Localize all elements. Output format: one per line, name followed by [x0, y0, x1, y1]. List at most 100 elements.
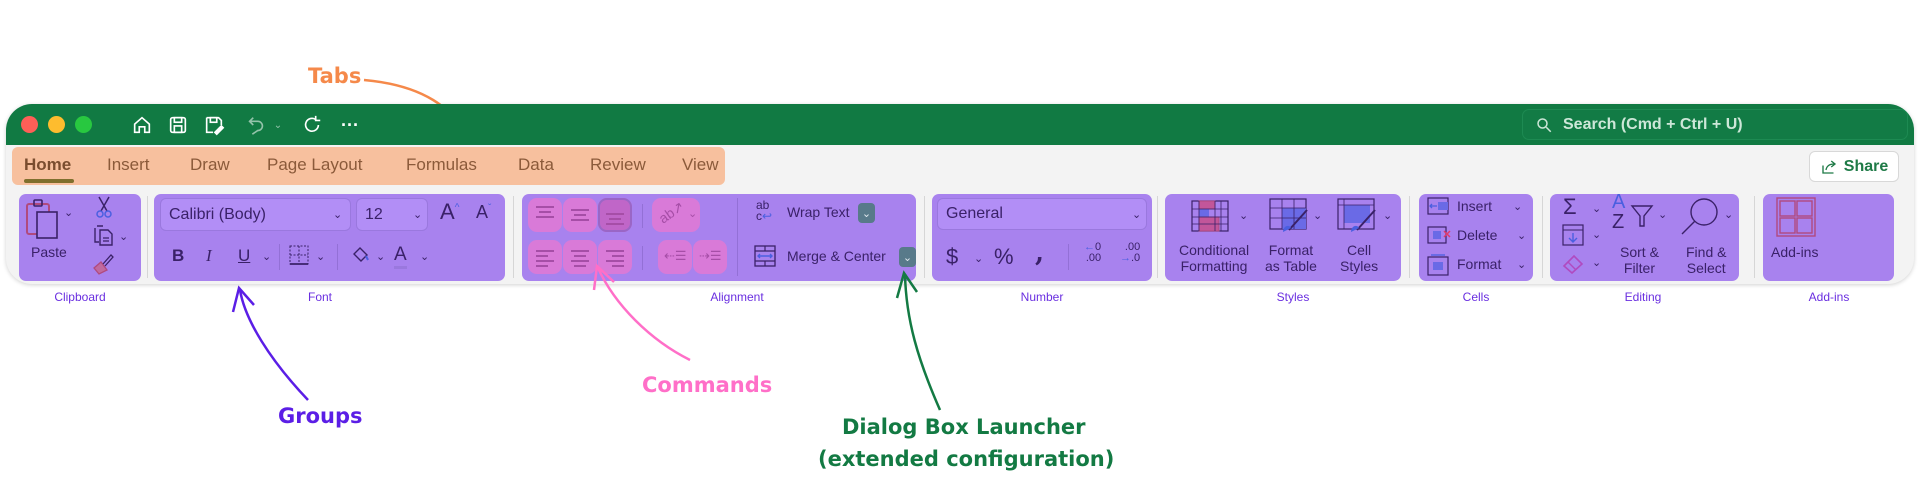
insert-dropdown-icon[interactable]: ⌄ — [1513, 201, 1523, 213]
cut-icon[interactable] — [95, 196, 113, 218]
cell-styles-dropdown-icon[interactable]: ⌄ — [1383, 210, 1393, 222]
shrink-font-button[interactable]: Aˇ — [476, 202, 492, 222]
bold-button[interactable]: B — [172, 246, 185, 265]
autosum-dropdown-icon[interactable]: ⌄ — [1592, 203, 1602, 215]
tab-page-layout[interactable]: Page Layout — [267, 155, 363, 174]
wrap-text-button[interactable]: Wrap Text — [787, 204, 850, 220]
insert-cells-icon — [1427, 197, 1449, 215]
dialog-arrow — [903, 273, 942, 411]
tab-home[interactable]: Home — [24, 155, 72, 174]
merge-center-button[interactable]: Merge & Center — [787, 248, 886, 264]
font-color-button[interactable]: A — [394, 244, 407, 269]
sort-filter-button[interactable]: Sort &Filter — [1620, 244, 1659, 276]
share-button[interactable]: Share — [1809, 151, 1899, 182]
group-separator — [1157, 196, 1158, 278]
undo-icon[interactable] — [244, 113, 268, 137]
home-icon[interactable] — [130, 113, 154, 137]
align-left-button[interactable] — [528, 240, 562, 274]
redo-icon[interactable] — [300, 113, 324, 137]
delete-dropdown-icon[interactable]: ⌄ — [1517, 230, 1527, 242]
groups-arrow — [238, 289, 309, 401]
italic-button[interactable]: I — [206, 246, 212, 265]
format-as-table-icon[interactable] — [1269, 198, 1309, 234]
find-select-button[interactable]: Find &Select — [1686, 244, 1727, 276]
borders-dropdown-icon[interactable]: ⌄ — [316, 251, 326, 263]
align-center-button[interactable] — [563, 240, 597, 274]
underline-dropdown-icon[interactable]: ⌄ — [262, 251, 272, 263]
format-painter-icon[interactable] — [91, 252, 115, 276]
minimize-button[interactable] — [48, 116, 65, 133]
fill-color-dropdown-icon[interactable]: ⌄ — [376, 251, 386, 263]
format-as-table-dropdown-icon[interactable]: ⌄ — [1313, 210, 1323, 222]
number-format-dropdown[interactable]: General ⌄ — [937, 198, 1147, 230]
font-size-dropdown[interactable]: 12 ⌄ — [356, 198, 428, 231]
insert-cells-button[interactable]: Insert — [1457, 198, 1493, 214]
paste-label[interactable]: Paste — [31, 244, 67, 260]
tab-view[interactable]: View — [682, 155, 719, 174]
paste-dropdown-icon[interactable]: ⌄ — [64, 207, 74, 219]
decrease-indent-button[interactable]: ⇠☰ — [658, 240, 692, 274]
align-middle-button[interactable] — [563, 198, 597, 232]
comma-style-button[interactable]: , — [1035, 238, 1045, 268]
tab-insert[interactable]: Insert — [107, 155, 150, 174]
font-color-dropdown-icon[interactable]: ⌄ — [420, 251, 430, 263]
find-select-dropdown-icon[interactable]: ⌄ — [1724, 209, 1734, 221]
copy-icon[interactable] — [93, 224, 115, 246]
currency-button[interactable]: $ — [946, 244, 959, 269]
fill-dropdown-icon[interactable]: ⌄ — [1592, 229, 1602, 241]
addins-button[interactable]: Add-ins — [1771, 244, 1819, 260]
group-font: Calibri (Body) ⌄ 12 ⌄ A^ Aˇ B I U ⌄ ⌄ ⌄ … — [154, 194, 505, 281]
more-icon[interactable]: ··· — [341, 114, 359, 135]
zoom-button[interactable] — [75, 116, 92, 133]
tab-review[interactable]: Review — [590, 155, 646, 174]
fill-icon[interactable] — [1562, 224, 1584, 246]
clear-dropdown-icon[interactable]: ⌄ — [1592, 257, 1602, 269]
increase-indent-button[interactable]: ⇢☰ — [693, 240, 727, 274]
percent-button[interactable]: % — [994, 244, 1014, 269]
autosum-button[interactable]: Σ — [1563, 194, 1577, 219]
wrap-text-dropdown[interactable]: ⌄ — [858, 203, 875, 223]
decrease-decimal-button[interactable]: .00→.0 — [1120, 241, 1141, 264]
save-as-icon[interactable] — [202, 113, 226, 137]
addins-icon[interactable] — [1776, 197, 1816, 237]
format-dropdown-icon[interactable]: ⌄ — [1517, 259, 1527, 271]
conditional-formatting-dropdown-icon[interactable]: ⌄ — [1239, 210, 1249, 222]
font-name-dropdown[interactable]: Calibri (Body) ⌄ — [160, 198, 351, 231]
conditional-formatting-icon[interactable] — [1191, 200, 1229, 232]
close-button[interactable] — [21, 116, 38, 133]
align-right-button[interactable] — [598, 240, 632, 274]
undo-dropdown-icon[interactable]: ⌄ — [273, 119, 283, 131]
clear-icon[interactable] — [1562, 254, 1586, 274]
copy-dropdown-icon[interactable]: ⌄ — [119, 231, 129, 243]
currency-dropdown-icon[interactable]: ⌄ — [974, 253, 984, 265]
tab-draw[interactable]: Draw — [190, 155, 230, 174]
orientation-button[interactable]: ab↗ ⌄ — [652, 198, 700, 232]
fill-color-icon[interactable] — [350, 244, 372, 266]
paste-icon[interactable] — [25, 198, 65, 242]
format-cells-button[interactable]: Format — [1457, 256, 1502, 272]
tab-data[interactable]: Data — [518, 155, 554, 174]
dialog-box-launcher[interactable]: ⌄ — [899, 247, 916, 267]
align-top-button[interactable] — [528, 198, 562, 232]
tab-formulas[interactable]: Formulas — [406, 155, 477, 174]
search-input[interactable]: Search (Cmd + Ctrl + U) — [1522, 109, 1908, 140]
group-separator — [147, 196, 148, 278]
cell-styles-icon[interactable] — [1337, 198, 1377, 234]
group-label-font: Font — [307, 290, 332, 304]
delete-cells-icon — [1427, 226, 1451, 244]
borders-icon[interactable] — [288, 244, 310, 266]
delete-cells-button[interactable]: Delete — [1457, 227, 1498, 243]
increase-decimal-button[interactable]: ←0.00 — [1084, 241, 1102, 264]
underline-button[interactable]: U — [238, 246, 251, 265]
grow-font-button[interactable]: A^ — [440, 199, 460, 224]
sort-filter-dropdown-icon[interactable]: ⌄ — [1658, 209, 1668, 221]
align-bottom-button[interactable] — [598, 198, 632, 232]
annotation-dialog-launcher: Dialog Box Launcher — [842, 415, 1086, 439]
save-icon[interactable] — [166, 113, 190, 137]
